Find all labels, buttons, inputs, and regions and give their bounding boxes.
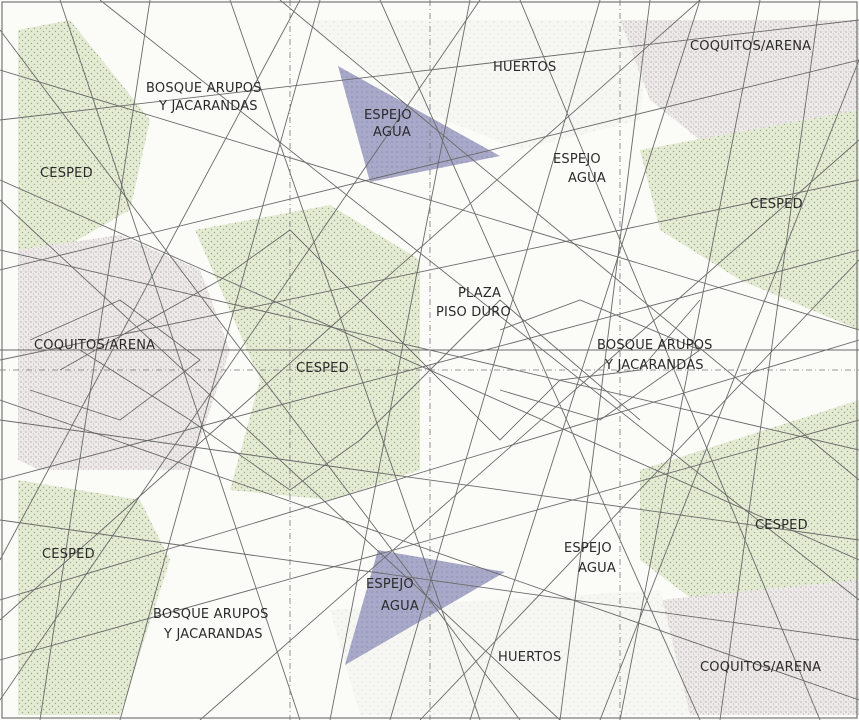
cesped-zone-center	[195, 205, 420, 500]
zone-labels: COQUITOS/ARENA HUERTOS BOSQUE ARUPOS Y J…	[34, 39, 821, 675]
label-cesped-center: CESPED	[296, 361, 349, 376]
label-bosque-right-line1: BOSQUE ARUPOS	[597, 338, 713, 353]
label-espejo-top-line2: AGUA	[373, 125, 411, 140]
label-espejo-bottom-right-line2: AGUA	[578, 561, 616, 576]
water-pond-bottom	[345, 550, 505, 665]
label-espejo-top-right-line2: AGUA	[568, 171, 606, 186]
label-bosque-right-line2: Y JACARANDAS	[604, 358, 704, 373]
label-bosque-bottom-left-line1: BOSQUE ARUPOS	[153, 607, 269, 622]
label-espejo-bottom-line2: AGUA	[381, 599, 419, 614]
cesped-zone-top-left	[18, 20, 150, 260]
label-coquitos-bottom-right: COQUITOS/ARENA	[700, 660, 821, 675]
label-coquitos-left: COQUITOS/ARENA	[34, 338, 155, 353]
label-espejo-top-line1: ESPEJO	[364, 108, 412, 123]
label-cesped-bottom-right: CESPED	[755, 518, 808, 533]
water-pond-top	[338, 66, 500, 182]
label-cesped-top-right: CESPED	[750, 197, 803, 212]
label-plaza-line1: PLAZA	[458, 286, 501, 301]
label-espejo-bottom-right-line1: ESPEJO	[564, 541, 612, 556]
label-bosque-top-left-line1: BOSQUE ARUPOS	[146, 81, 262, 96]
light-zone-top	[300, 20, 650, 150]
label-espejo-bottom-line1: ESPEJO	[366, 577, 414, 592]
label-cesped-top-left: CESPED	[40, 166, 93, 181]
label-espejo-top-right-line1: ESPEJO	[553, 152, 601, 167]
label-cesped-bottom-left: CESPED	[42, 547, 95, 562]
label-huertos-bottom: HUERTOS	[498, 650, 561, 665]
label-plaza-line2: PISO DURO	[436, 305, 511, 320]
label-huertos-top: HUERTOS	[493, 60, 556, 75]
sand-zone-bottom-right	[660, 580, 859, 715]
cesped-zone-right	[640, 110, 859, 330]
label-bosque-bottom-left-line2: Y JACARANDAS	[163, 627, 263, 642]
label-coquitos-top-right: COQUITOS/ARENA	[690, 39, 811, 54]
sand-zone-top-right	[620, 20, 859, 140]
label-bosque-top-left-line2: Y JACARANDAS	[158, 99, 258, 114]
